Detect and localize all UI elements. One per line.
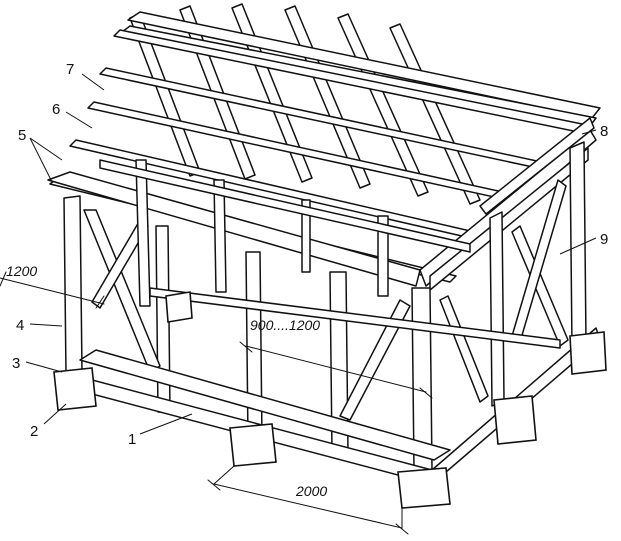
label-8: 8 [600,123,608,140]
label-6: 6 [52,101,60,118]
interior-frame [99,159,561,349]
roof-ridge [121,11,601,127]
dimension-1200: 1200 [6,263,37,279]
label-7: 7 [66,61,74,78]
dimension-lines [0,271,433,535]
right-wall [439,141,587,407]
label-1: 1 [128,431,136,448]
roof-rafters [129,3,481,205]
dimension-text: 1200 900....1200 2000 [6,263,327,499]
leader-lines [25,73,597,435]
label-4: 4 [16,317,24,334]
label-9: 9 [600,231,608,248]
foundation-blocks [53,291,607,509]
label-2: 2 [30,423,38,440]
part-labels: 7 6 5 4 3 2 1 8 9 [12,61,608,448]
label-5: 5 [18,127,26,144]
dimension-2000: 2000 [295,483,327,499]
dimension-900-1200: 900....1200 [250,317,320,333]
front-braces [83,209,411,421]
right-gable [429,117,595,291]
label-3: 3 [12,355,20,372]
